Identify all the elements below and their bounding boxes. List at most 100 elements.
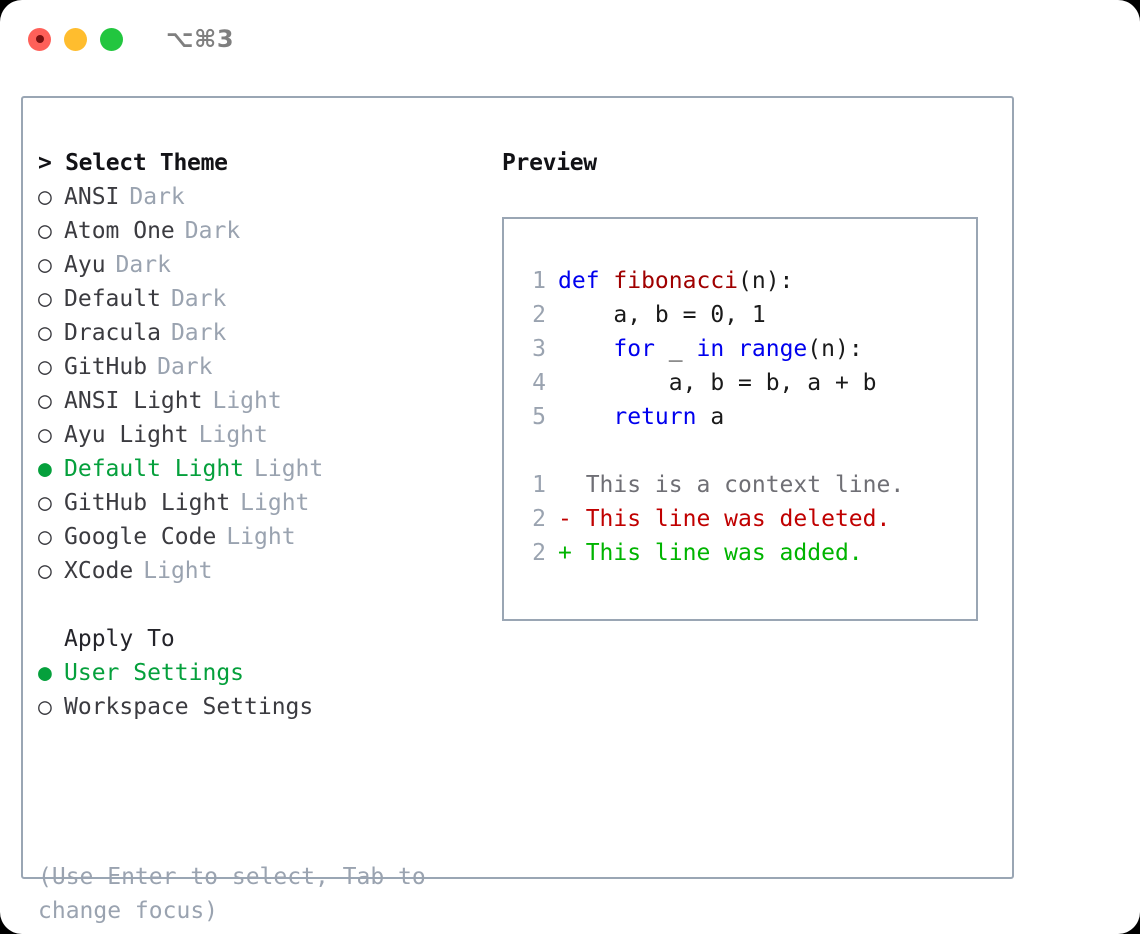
spacer bbox=[38, 588, 488, 622]
close-button[interactable] bbox=[28, 27, 51, 51]
theme-list-item[interactable]: ○ Atom One Dark bbox=[38, 214, 488, 248]
apply-to-option[interactable]: ● User Settings bbox=[38, 656, 488, 690]
line-number: 5 bbox=[532, 404, 546, 430]
maximize-button[interactable] bbox=[100, 27, 123, 51]
theme-list-item[interactable]: ○ Google Code Light bbox=[38, 520, 488, 554]
theme-mode-tag: Dark bbox=[129, 184, 185, 210]
line-number: 4 bbox=[532, 370, 546, 396]
apply-to-label: Apply To bbox=[64, 626, 175, 652]
radio-unselected-icon: ○ bbox=[38, 286, 52, 312]
code-token bbox=[558, 336, 613, 362]
theme-list-item[interactable]: ○ XCode Light bbox=[38, 554, 488, 588]
line-number: 1 bbox=[532, 472, 546, 498]
theme-name: Ayu bbox=[64, 252, 106, 278]
theme-mode-tag: Light bbox=[143, 558, 213, 584]
theme-name: Atom One bbox=[64, 218, 175, 244]
code-diff-separator bbox=[516, 434, 968, 468]
theme-name: Dracula bbox=[64, 320, 161, 346]
line-number: 2 bbox=[532, 540, 546, 566]
close-icon bbox=[35, 35, 44, 43]
theme-name: XCode bbox=[64, 558, 134, 584]
code-token: range bbox=[738, 336, 808, 362]
diff-line-text: + This line was added. bbox=[558, 540, 863, 566]
theme-mode-tag: Light bbox=[198, 422, 268, 448]
theme-mode-tag: Dark bbox=[157, 354, 213, 380]
theme-name: GitHub Light bbox=[64, 490, 231, 516]
apply-to-option-label: User Settings bbox=[64, 660, 245, 686]
code-line-text: for _ in range(n): bbox=[558, 332, 863, 366]
radio-selected-icon: ● bbox=[38, 660, 52, 686]
radio-unselected-icon: ○ bbox=[38, 184, 52, 210]
code-line-text: a, b = b, a + b bbox=[558, 366, 877, 400]
diff-line: 1 This is a context line. bbox=[516, 468, 968, 502]
code-line: 3 for _ in range(n): bbox=[516, 332, 968, 366]
theme-mode-tag: Light bbox=[254, 456, 324, 482]
window-controls bbox=[28, 27, 123, 51]
theme-mode-tag: Light bbox=[226, 524, 296, 550]
code-token bbox=[724, 336, 738, 362]
theme-name: Google Code bbox=[64, 524, 217, 550]
diff-block: 1 This is a context line. 2 - This line wa… bbox=[516, 468, 968, 570]
theme-mode-tag: Dark bbox=[170, 320, 227, 346]
theme-mode-tag: Dark bbox=[170, 286, 227, 312]
code-token: (n): bbox=[807, 336, 863, 362]
code-token: a bbox=[696, 404, 725, 430]
theme-list-item[interactable]: ○ ANSI Dark bbox=[38, 180, 488, 214]
code-token: for bbox=[613, 336, 655, 362]
window-title-shortcut: ⌥⌘3 bbox=[166, 25, 235, 53]
diff-line: 2 + This line was added. bbox=[516, 536, 968, 570]
code-token: _ bbox=[654, 336, 697, 362]
code-token: return bbox=[613, 404, 697, 430]
diff-line-text: - This line was deleted. bbox=[558, 506, 891, 532]
theme-list-item[interactable]: ○ GitHub Dark bbox=[38, 350, 488, 384]
theme-name: ANSI Light bbox=[64, 388, 203, 414]
apply-to-options: ● User Settings ○Workspace Settings bbox=[38, 656, 488, 724]
radio-unselected-icon: ○ bbox=[38, 354, 52, 380]
radio-unselected-icon: ○ bbox=[38, 320, 52, 346]
code-token: (n): bbox=[738, 268, 794, 294]
radio-unselected-icon: ○ bbox=[38, 252, 52, 278]
line-number: 2 bbox=[532, 302, 546, 328]
line-number: 2 bbox=[532, 506, 546, 532]
radio-unselected-icon: ○ bbox=[38, 388, 52, 414]
theme-mode-tag: Dark bbox=[184, 218, 241, 244]
code-line-text: a, b = 0, 1 bbox=[558, 298, 765, 332]
diff-line-text: This is a context line. bbox=[558, 472, 905, 498]
code-line-text: def fibonacci(n): bbox=[558, 264, 793, 298]
code-line: 5 return a bbox=[516, 400, 968, 434]
theme-list-item[interactable]: ○ Dracula Dark bbox=[38, 316, 488, 350]
keyboard-hint: (Use Enter to select, Tab to change focu… bbox=[38, 864, 426, 924]
theme-name: ANSI bbox=[64, 184, 120, 210]
theme-name: GitHub bbox=[64, 354, 148, 380]
radio-unselected-icon: ○ bbox=[38, 558, 52, 584]
code-token: a, b = b, a + b bbox=[558, 370, 877, 396]
theme-list-item[interactable]: ○ ANSI Light Light bbox=[38, 384, 488, 418]
radio-unselected-icon: ○ bbox=[38, 218, 52, 244]
code-token: fibonacci bbox=[613, 268, 739, 294]
apply-to-option[interactable]: ○Workspace Settings bbox=[38, 690, 488, 724]
radio-unselected-icon: ○ bbox=[38, 524, 52, 550]
code-token: def bbox=[558, 268, 614, 294]
theme-name: Default Light bbox=[64, 456, 245, 482]
theme-mode-tag: Light bbox=[212, 388, 282, 414]
radio-unselected-icon: ○ bbox=[38, 490, 52, 516]
code-line: 4 a, b = b, a + b bbox=[516, 366, 968, 400]
radio-unselected-icon: ○ bbox=[38, 422, 52, 448]
diff-line: 2 - This line was deleted. bbox=[516, 502, 968, 536]
minimize-button[interactable] bbox=[64, 27, 87, 51]
code-line-text: return a bbox=[558, 400, 724, 434]
